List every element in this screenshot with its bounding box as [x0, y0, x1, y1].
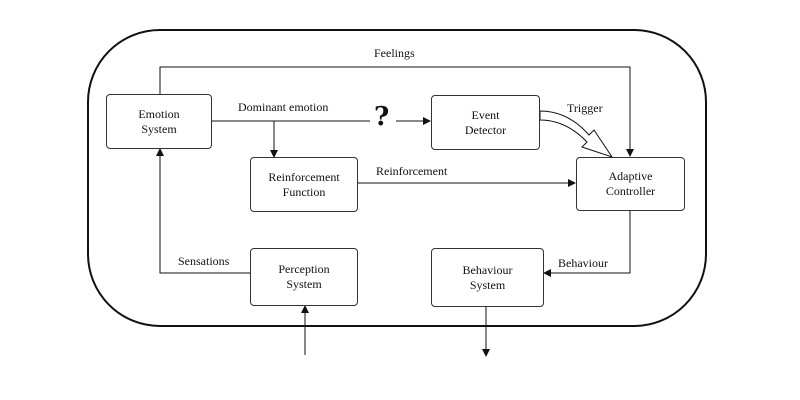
system-boundary — [87, 29, 707, 327]
reinforcement-function-line2: Function — [282, 184, 326, 199]
perception-system-line2: System — [286, 277, 322, 291]
sensations-connector — [156, 148, 250, 274]
reinforcement-function-line1: Reinforcement — [268, 169, 340, 184]
perception-system-box: Perception System — [250, 248, 358, 306]
feelings-label: Feelings — [374, 46, 415, 60]
event-detector-line1: Event — [471, 107, 500, 122]
event-detector-box: Event Detector — [431, 95, 540, 150]
feelings-connector — [159, 66, 634, 157]
trigger-arrow — [539, 110, 614, 158]
behaviour-connector — [543, 211, 631, 277]
event-detector-line2: Detector — [464, 122, 507, 137]
dominant-emotion-label: Dominant emotion — [238, 100, 329, 114]
emotion-system-line2: System — [141, 121, 177, 136]
behaviour-system-box: Behaviour System — [431, 248, 544, 307]
reinforcement-function-box: Reinforcement Function — [250, 157, 358, 212]
adaptive-controller-box: Adaptive Controller — [576, 157, 685, 211]
question-mark-label: ? — [374, 102, 390, 132]
adaptive-controller-line2: Controller — [605, 184, 656, 198]
emotion-system-line1: Emotion — [138, 106, 180, 121]
reinforcement-label: Reinforcement — [376, 164, 448, 178]
adaptive-controller-line1: Adaptive — [608, 169, 653, 183]
trigger-label: Trigger — [567, 101, 603, 115]
sensations-label: Sensations — [178, 254, 230, 268]
behaviour-system-line1: Behaviour — [462, 262, 513, 277]
behaviour-label: Behaviour — [558, 256, 608, 270]
behaviour-system-line2: System — [469, 277, 506, 292]
perception-system-line1: Perception — [278, 262, 330, 276]
emotion-system-box: Emotion System — [106, 94, 212, 149]
